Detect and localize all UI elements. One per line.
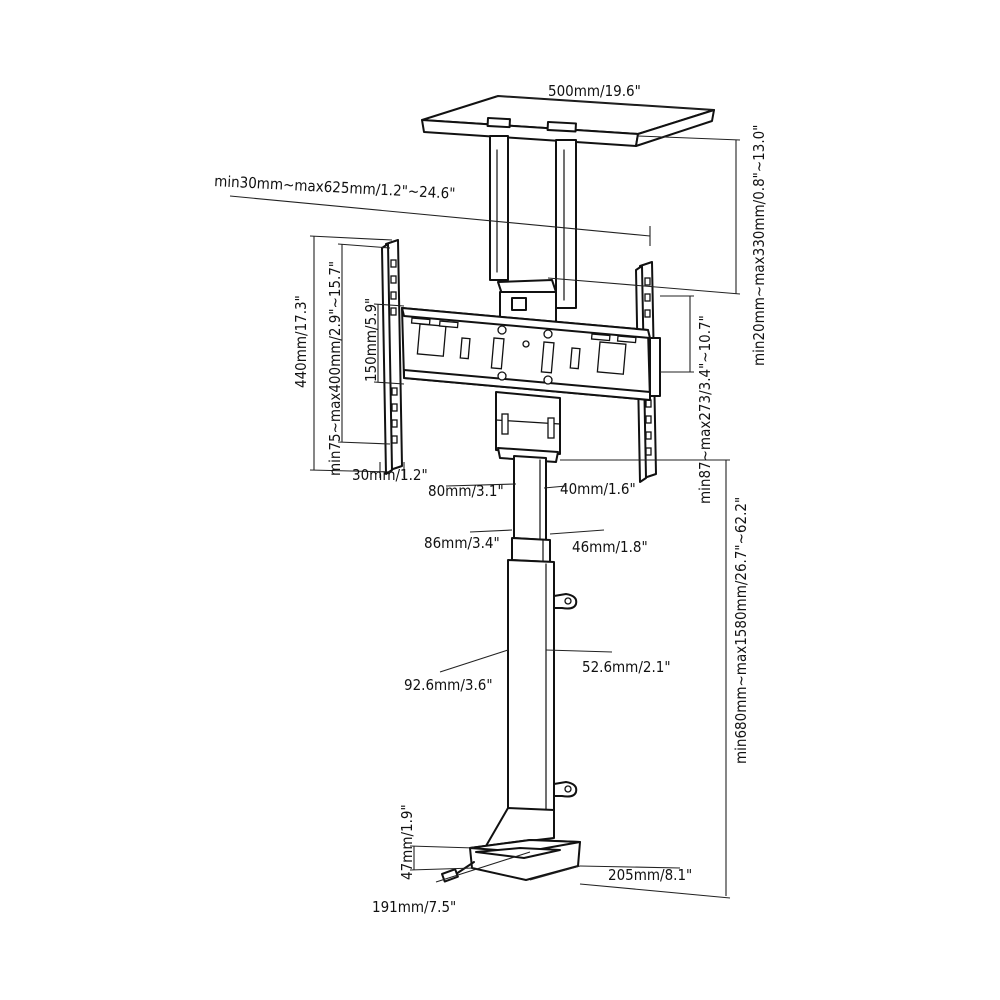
label-base-height: 47mm/1.9": [398, 804, 416, 880]
telescopic-column: [507, 455, 578, 811]
label-bracket-depth: 30mm/1.2": [352, 466, 428, 484]
wall-clip-lower: [553, 781, 578, 798]
label-top-plate-height-range: min20mm~max330mm/0.8"~13.0": [750, 125, 768, 366]
label-screen-gap-range: min87~max273/3.4"~10.7": [696, 315, 714, 504]
label-upper-column-depth: 40mm/1.6": [560, 480, 636, 498]
vesa-bracket: [381, 239, 661, 483]
label-middle-column-depth: 46mm/1.8": [572, 538, 648, 556]
wall-clip-upper: [553, 593, 578, 610]
label-upper-column-width: 80mm/3.1": [428, 482, 504, 500]
label-base-depth: 191mm/7.5": [372, 898, 456, 916]
label-top-plate-width: 500mm/19.6": [548, 82, 641, 100]
label-lower-column-depth: 52.6mm/2.1": [582, 658, 671, 676]
label-base-width: 205mm/8.1": [608, 866, 692, 884]
upper-slide-rails: [489, 135, 577, 309]
label-lower-column-width: 92.6mm/3.6": [404, 676, 493, 694]
left-strap-slots: [390, 259, 398, 444]
label-total-height-range: min680mm~max1580mm/26.7"~62.2": [732, 497, 750, 764]
label-vesa-vertical-range: min75~max400mm/2.9"~15.7": [326, 261, 344, 476]
lift-carriage: [495, 391, 561, 463]
top-mounting-plate: [421, 95, 715, 147]
plate-slots: [410, 317, 637, 385]
column-base: [441, 807, 581, 883]
slide-block: [497, 279, 557, 323]
dimension-lines: [229, 95, 741, 899]
label-middle-column-width: 86mm/3.4": [424, 534, 500, 552]
label-bracket-height: 440mm/17.3": [292, 295, 310, 388]
label-center-plate-height: 150mm/5.9": [362, 298, 380, 382]
